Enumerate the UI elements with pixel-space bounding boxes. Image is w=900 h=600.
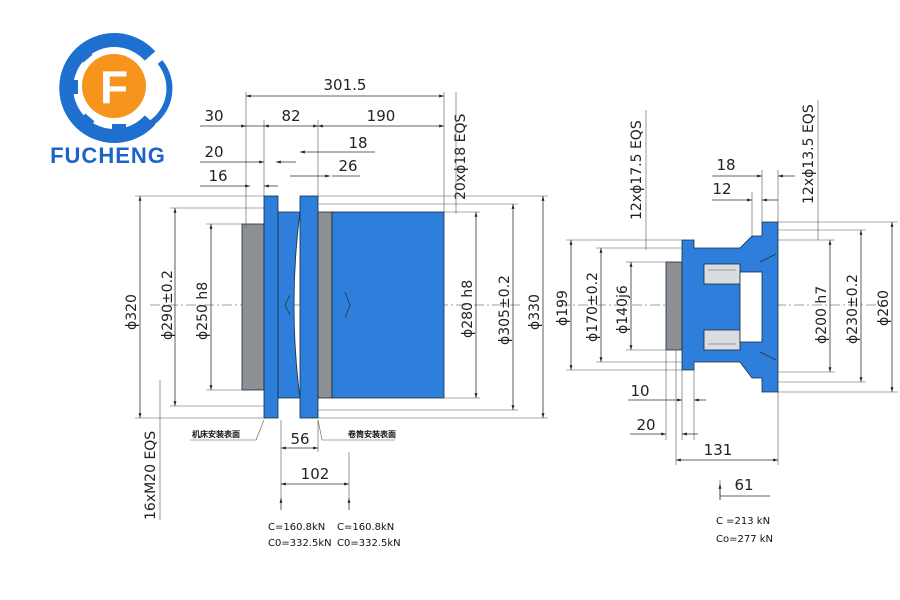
drum-body [331,211,445,399]
dim-16: 16 [208,167,227,185]
load-right-view-c: C =213 kN [716,516,770,527]
dim-26: 26 [338,157,357,175]
bearing-bottom [703,329,741,351]
fucheng-logo: F FUCHENG [50,33,173,168]
right-view: 12xϕ17.5 EQS 12xϕ13.5 EQS 18 12 ϕ199 ϕ17… [555,100,898,545]
grease-nipple-bottom [759,351,777,361]
dim-dia-250: ϕ250 h8 [195,282,211,340]
dim-18: 18 [348,134,367,152]
load-right-c: C=160.8kN [337,522,394,533]
dim-r18: 18 [716,156,735,174]
right-housing [681,221,779,393]
dim-dia-320: ϕ320 [124,294,140,330]
load-right-view-c0: Co=277 kN [716,534,773,545]
chevron-left-icon [284,294,291,316]
dim-dia-170: ϕ170±0.2 [585,272,601,342]
left-view: 301.5 30 82 190 20 18 16 26 20xϕ18 EQS ϕ… [124,76,548,549]
dim-dia-200: ϕ200 h7 [814,286,830,344]
dim-r12: 12 [712,180,731,198]
dim-r20: 20 [636,416,655,434]
dim-82: 82 [281,107,300,125]
right-gray-shaft [665,261,683,351]
dim-dia-260: ϕ260 [876,290,892,326]
dim-20: 20 [204,143,223,161]
left-mount-flange [263,195,279,419]
logo-disc [82,54,146,118]
logo-letter: F [100,61,128,113]
load-left-c0: C0=332.5kN [268,538,332,549]
brand-name: FUCHENG [50,143,166,168]
drum-flange [299,195,319,419]
dim-dia-280: ϕ280 h8 [460,280,476,338]
seal-ring [317,211,333,399]
dim-dia-140: ϕ140j6 [615,285,631,334]
dim-dia-290: ϕ290±0.2 [160,270,176,340]
dim-holes-bottom: 16xM20 EQS [143,431,159,520]
load-right-c0: C0=332.5kN [337,538,401,549]
grease-nipple-top [759,253,777,263]
dim-r10: 10 [630,382,649,400]
dim-r61: 61 [734,476,753,494]
dim-dia-330: ϕ330 [527,294,543,330]
dim-r131: 131 [704,441,733,459]
bearing-top [703,263,741,285]
dim-overall-length: 301.5 [324,76,367,94]
chevron-right-icon [344,291,351,319]
right-cavity [739,271,763,343]
gear-icon [59,33,173,143]
dim-holes-top: 20xϕ18 EQS [453,114,469,200]
dim-holes-left: 12xϕ17.5 EQS [629,120,645,220]
label-machine-surface: 机床安装表面 [192,429,240,439]
dim-dia-230: ϕ230±0.2 [845,274,861,344]
left-gray-flange [241,223,265,391]
dim-56: 56 [290,430,309,448]
dim-dia-305: ϕ305±0.2 [497,275,513,345]
label-drum-surface: 卷筒安装表面 [347,429,396,439]
dim-30: 30 [204,107,223,125]
dim-holes-right: 12xϕ13.5 EQS [801,104,817,204]
dim-102: 102 [301,465,330,483]
dim-dia-199: ϕ199 [555,290,571,326]
load-left-c: C=160.8kN [268,522,325,533]
dim-190: 190 [367,107,396,125]
